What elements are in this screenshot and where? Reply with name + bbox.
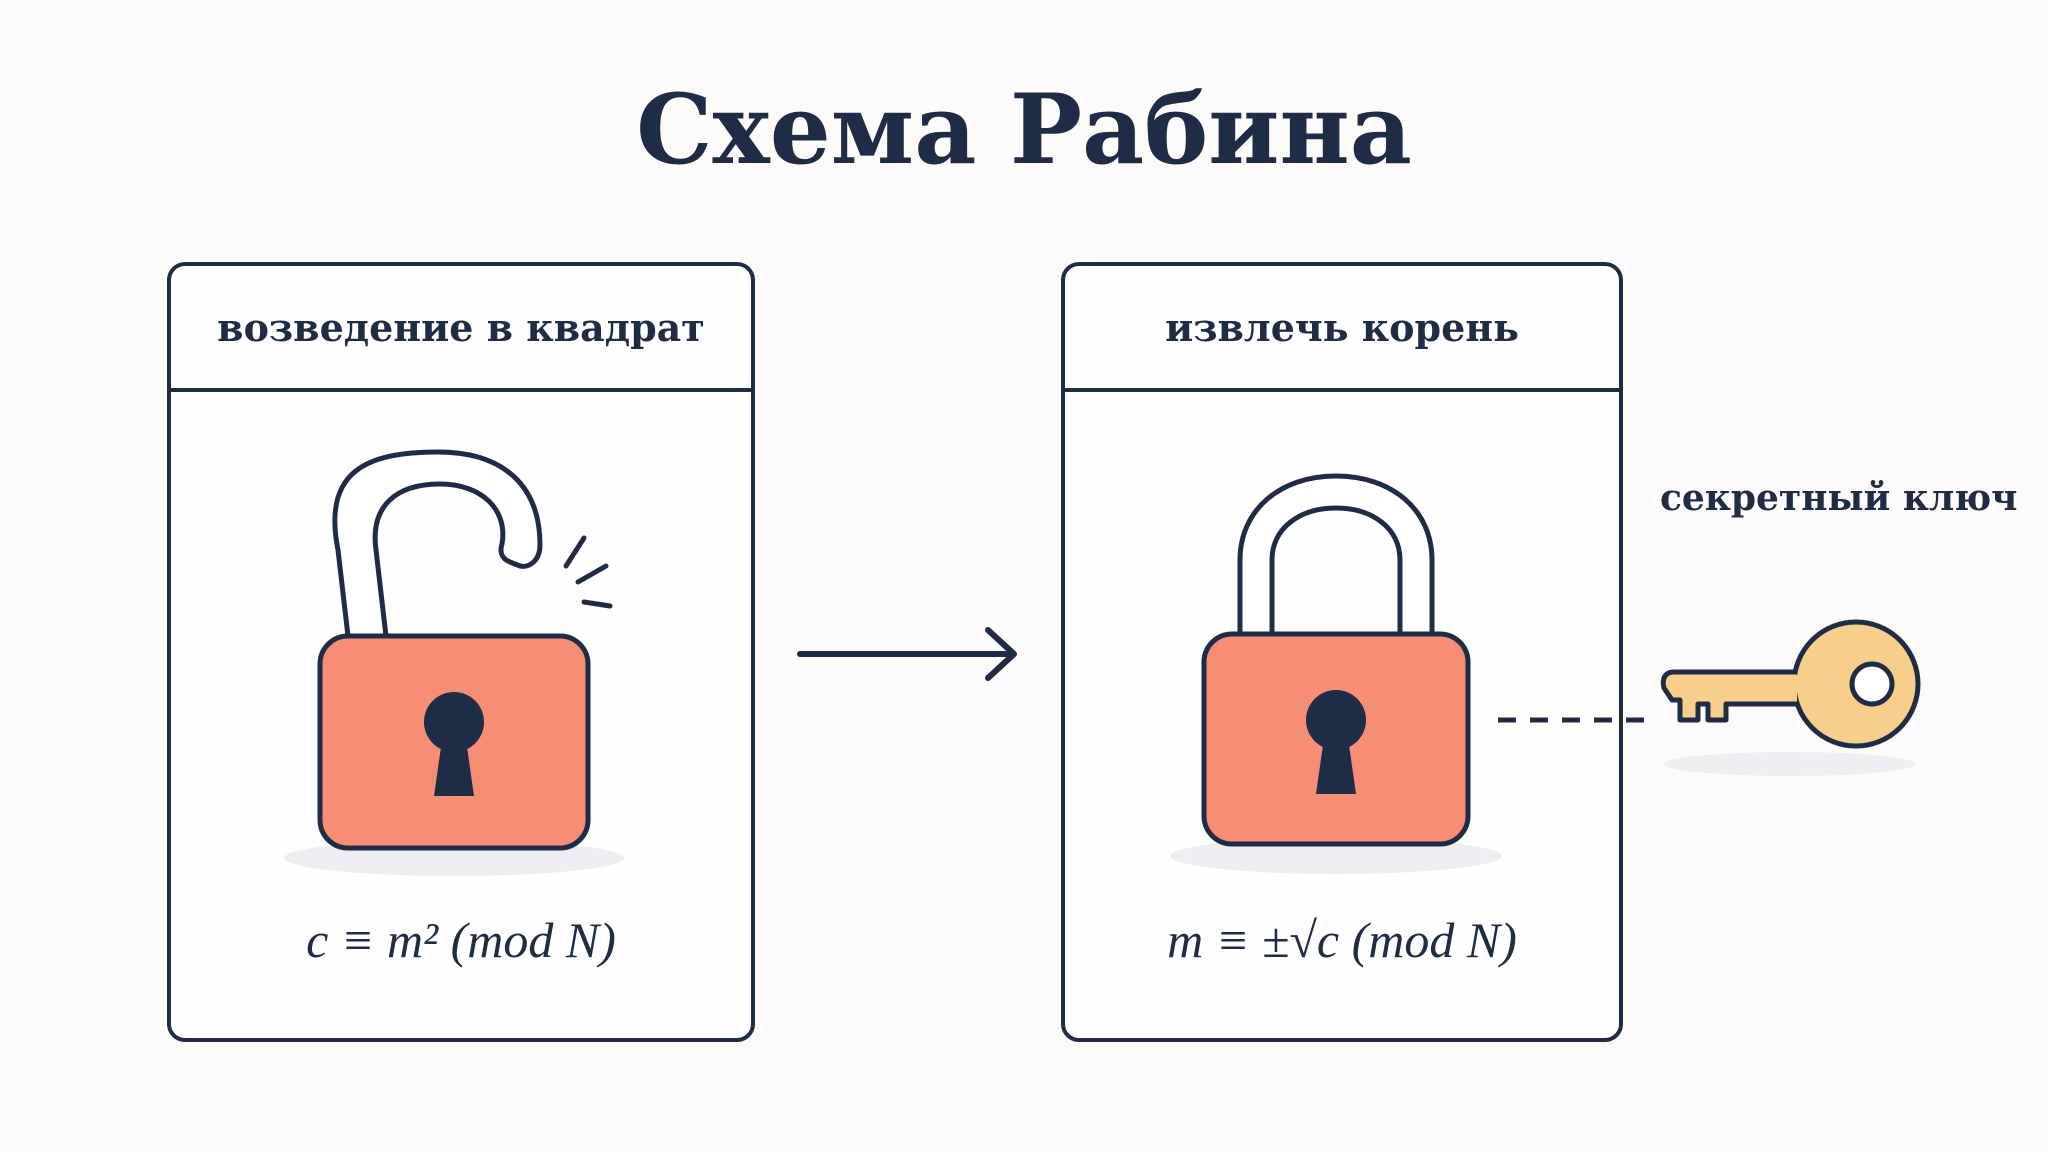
key-icon (1660, 619, 1921, 776)
arrow-right-icon (797, 627, 1017, 681)
root-extraction-panel-header: извлечь корень (1065, 266, 1619, 392)
key-shadow (1664, 752, 1916, 776)
decryption-formula: m ≡ ±√c (mod N) (1167, 912, 1517, 968)
padlock-shackle (1237, 473, 1435, 639)
squaring-panel-header: возведение в квадрат (171, 266, 751, 392)
unlocked-padlock-icon (284, 449, 624, 876)
padlock-shackle (332, 449, 543, 639)
keyhole-icon (1306, 690, 1366, 794)
keyhole-icon (424, 692, 484, 796)
secret-key-label: секретный ключ (1660, 477, 2018, 519)
key-shaft (1660, 669, 1797, 723)
encryption-formula: c ≡ m² (mod N) (306, 912, 616, 968)
key-hole (1849, 661, 1895, 707)
locked-padlock-icon (1170, 473, 1502, 874)
diagram-title: Схема Рабина (636, 73, 1412, 186)
padlock-shadow (1170, 838, 1502, 874)
open-sparkle-icon (563, 535, 613, 609)
